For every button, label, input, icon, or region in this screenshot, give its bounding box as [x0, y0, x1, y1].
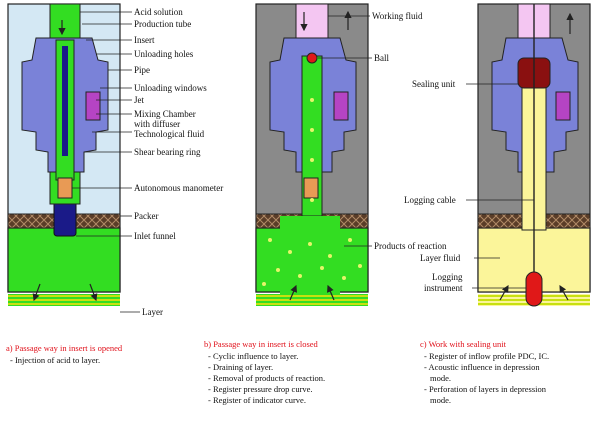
label-layer-fluid: Layer fluid: [420, 253, 461, 263]
label-logging-instrument: Logging: [432, 272, 463, 282]
caption-b-item: - Cyclic influence to layer.: [208, 351, 299, 361]
caption-c-title: c) Work with sealing unit: [420, 339, 507, 349]
caption-a-item: - Injection of acid to layer.: [10, 355, 101, 365]
caption-b-item: - Removal of products of reaction.: [208, 373, 326, 383]
label-packer: Packer: [134, 211, 159, 221]
logging-instrument: [525, 271, 543, 307]
label-logging-instrument-2: instrument: [424, 283, 463, 293]
panel-a-leaders: [72, 11, 140, 313]
caption-b-item: - Register pressure drop curve.: [208, 384, 313, 394]
label-mixing-chamber: Mixing Chamber: [134, 109, 196, 119]
label-technological-fluid: Technological fluid: [134, 129, 205, 139]
caption-b-item: - Draining of layer.: [208, 362, 274, 372]
caption-b: b) Passage way in insert is closed - Cyc…: [204, 339, 325, 406]
label-working-fluid: Working fluid: [372, 11, 423, 21]
caption-c-item: - Register of inflow profile PDC, IC.: [424, 351, 550, 361]
label-production-tube: Production tube: [134, 19, 191, 29]
caption-b-item: - Register of indicator curve.: [208, 395, 306, 405]
caption-b-title: b) Passage way in insert is closed: [204, 339, 318, 349]
label-acid-solution: Acid solution: [134, 7, 183, 17]
label-products-of-reaction: Products of reaction: [374, 241, 447, 251]
label-insert: Insert: [134, 35, 155, 45]
caption-c: c) Work with sealing unit - Register of …: [420, 339, 549, 406]
panel-b-leaders: [318, 15, 372, 247]
label-layer: Layer: [142, 307, 163, 317]
caption-c-item: - Perforation of layers in depression: [424, 384, 547, 394]
label-ball: Ball: [374, 53, 389, 63]
panel-a-well: [7, 3, 121, 306]
label-shear-bearing-ring: Shear bearing ring: [134, 147, 201, 157]
label-jet: Jet: [134, 95, 144, 105]
panel-c-labels: Sealing unit Logging cable Layer fluid L…: [404, 79, 463, 293]
caption-a-title: a) Passage way in insert is opened: [6, 343, 123, 353]
panel-b-well: [255, 3, 369, 306]
caption-a: a) Passage way in insert is opened - Inj…: [6, 343, 122, 366]
label-unloading-holes: Unloading holes: [134, 49, 194, 59]
panel-c-well: [477, 3, 591, 307]
label-logging-cable: Logging cable: [404, 195, 456, 205]
panel-a-labels: Acid solution Production tube Insert Unl…: [134, 7, 223, 317]
ball: [306, 52, 318, 64]
caption-c-item: mode.: [430, 373, 452, 383]
caption-c-item: mode.: [430, 395, 452, 405]
label-mixing-chamber-2: with diffuser: [134, 119, 180, 129]
panel-b-labels: Working fluid Ball Products of reaction: [372, 11, 447, 251]
label-sealing-unit: Sealing unit: [412, 79, 456, 89]
panel-c-leaders: [466, 83, 534, 289]
label-autonomous-manometer: Autonomous manometer: [134, 183, 223, 193]
caption-c-item: - Acoustic influence in depression: [424, 362, 540, 372]
label-inlet-funnel: Inlet funnel: [134, 231, 176, 241]
label-unloading-windows: Unloading windows: [134, 83, 207, 93]
label-pipe: Pipe: [134, 65, 150, 75]
